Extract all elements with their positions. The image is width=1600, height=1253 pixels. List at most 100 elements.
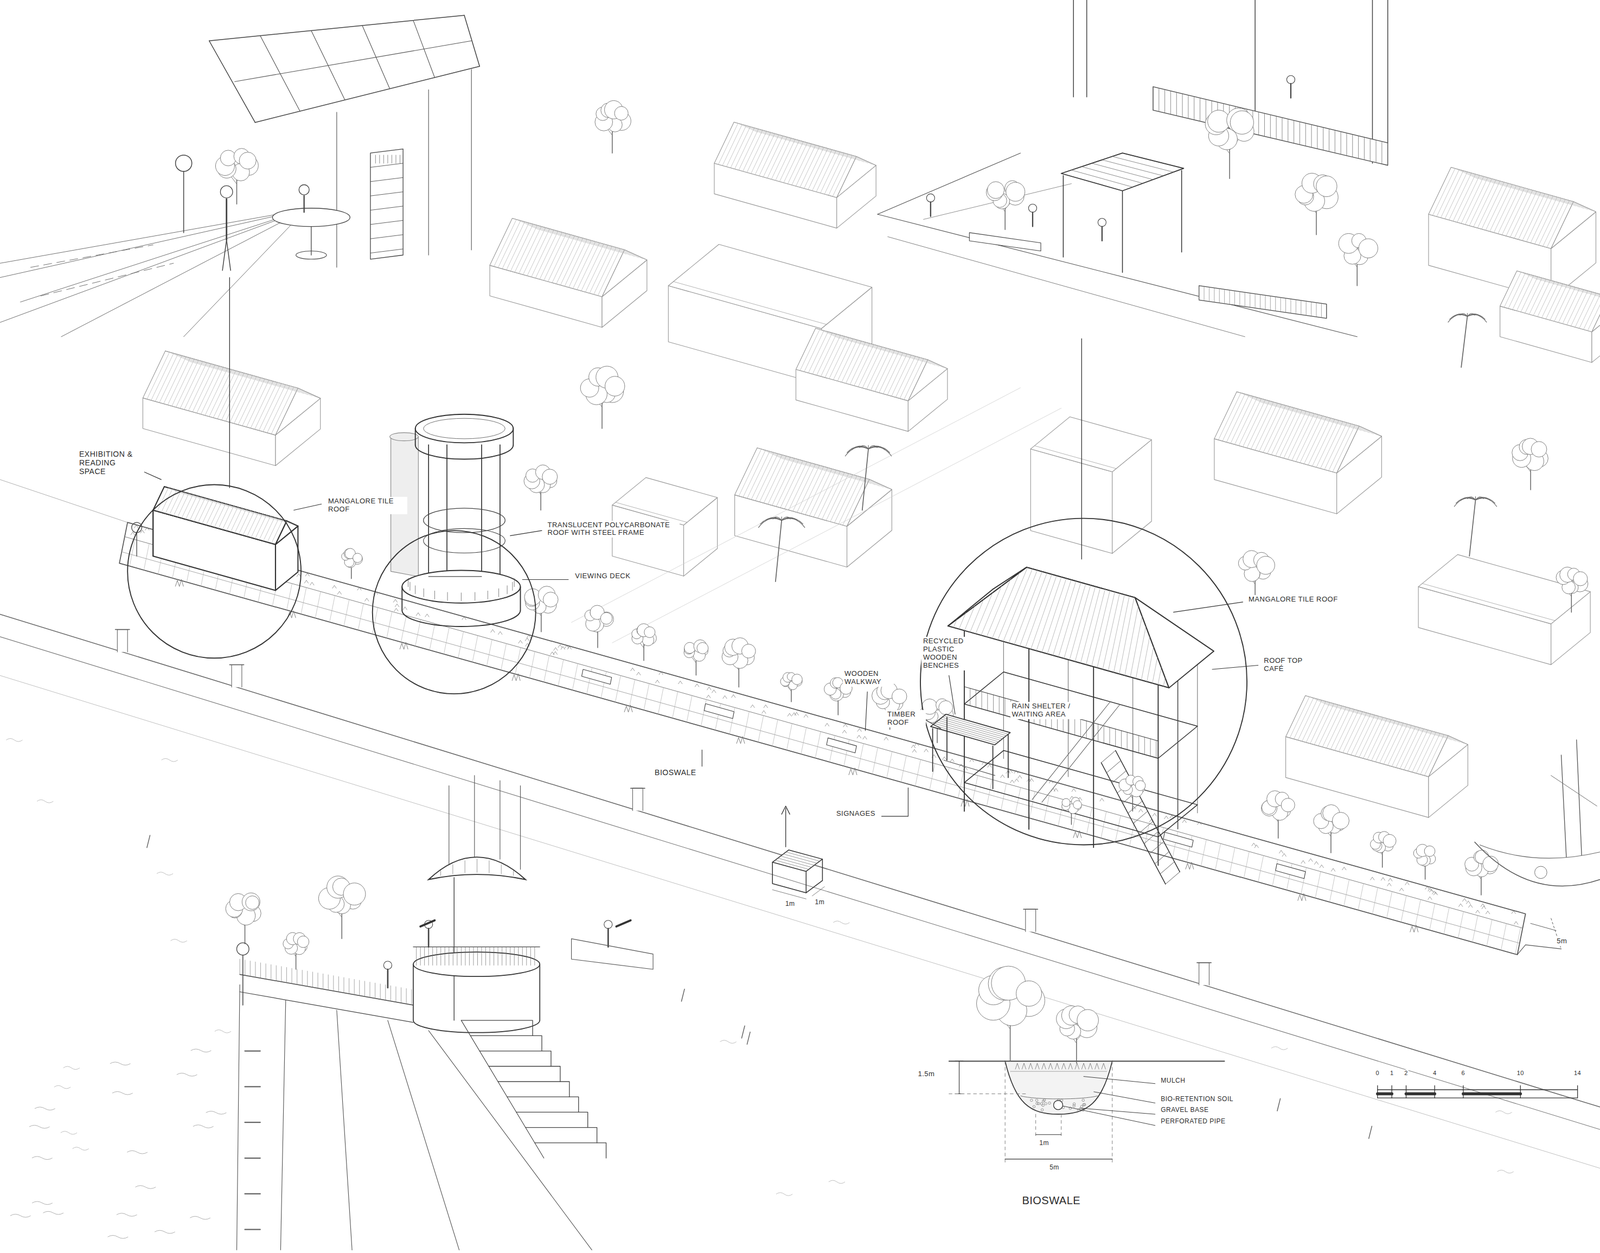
exhibition-pavilion-stroke [225, 503, 238, 509]
neighbourhood-houses-stroke [167, 357, 190, 406]
exhibition-pavilion-stroke [197, 498, 210, 523]
viewing-deck-perspective-stroke [245, 1121, 261, 1123]
viewing-deck-perspective-stroke [412, 964, 414, 1021]
callout-label: VIEWING DECK [573, 571, 632, 581]
neighbourhood-houses-stroke [865, 478, 888, 489]
wooden-walkway-stroke [803, 714, 809, 718]
rooftop-cafe-building-stroke [932, 728, 934, 772]
neighbourhood-houses-stroke [799, 140, 819, 150]
exhibition-pavilion-stroke [218, 504, 230, 529]
exhibition-pavilion-stroke [237, 507, 249, 512]
wooden-walkway-stroke [1433, 892, 1438, 896]
scale-number: 10 [1516, 1069, 1525, 1077]
exhibition-pavilion-stroke [229, 504, 241, 510]
neighbourhood-houses-stroke [865, 342, 886, 351]
rooftop-cafe-building-stroke [1103, 725, 1105, 744]
neighbourhood-houses-stroke [870, 349, 891, 391]
rooftop-cafe-building-stroke [1080, 719, 1081, 737]
wooden-walkway-stroke [891, 688, 907, 704]
bioswale-section-stroke [1041, 1063, 1047, 1070]
viewing-deck-perspective-stroke [517, 946, 519, 966]
scale-number: 2 [1403, 1069, 1409, 1077]
wooden-walkway-stroke [1457, 911, 1464, 939]
neighbourhood-houses-stroke [1222, 394, 1245, 442]
wooden-walkway-stroke [1315, 871, 1321, 899]
exhibition-pavilion-stroke [242, 512, 255, 536]
rooftop-cafe-building-stroke [943, 759, 995, 776]
rooftop-cafe-perspective-stroke [1264, 295, 1266, 310]
wooden-walkway-stroke [429, 623, 435, 651]
rooftop-cafe-building-stroke [969, 688, 971, 706]
rooftop-cafe-perspective-stroke [1219, 288, 1220, 303]
viewing-deck-perspective-stroke [514, 946, 515, 966]
viewing-deck-perspective-stroke [32, 1156, 53, 1160]
neighbourhood-houses-stroke [219, 366, 242, 377]
exhibition-perspective-stroke [370, 149, 403, 260]
water-tower-stroke [389, 432, 419, 441]
exhibition-pavilion-stroke [184, 492, 197, 498]
neighbourhood-houses-stroke [848, 337, 869, 347]
wooden-walkway-stroke [425, 613, 430, 618]
viewing-deck-perspective-stroke [604, 920, 613, 929]
wooden-walkway-stroke [1164, 815, 1169, 819]
wooden-walkway-stroke [518, 640, 523, 644]
neighbourhood-houses-stroke [1518, 192, 1541, 240]
wooden-walkway-stroke [1099, 798, 1105, 802]
fishing-boat [1474, 739, 1600, 887]
neighbourhood-houses-stroke [813, 470, 836, 518]
wooden-walkway-stroke [1152, 813, 1157, 817]
wooden-walkway-stroke [1251, 842, 1257, 847]
wooden-walkway-stroke [124, 536, 1523, 928]
exhibition-pavilion-stroke [222, 506, 234, 530]
neighbourhood-houses-stroke [774, 133, 795, 143]
wooden-walkway-stroke [497, 631, 503, 635]
neighbourhood-houses-stroke [1454, 498, 1476, 508]
neighbourhood-houses-stroke [547, 234, 571, 283]
neighbourhood-houses-stroke [190, 357, 213, 369]
water-tower-stroke [434, 590, 435, 599]
viewing-deck-perspective-stroke [297, 936, 309, 948]
neighbourhood-houses-stroke [738, 449, 761, 497]
neighbourhood-houses-stroke [246, 380, 269, 428]
neighbourhood-houses-stroke [516, 219, 539, 230]
exhibition-pavilion-stroke [202, 500, 214, 524]
rooftop-cafe-perspective-stroke [930, 201, 932, 216]
water-tower-stroke [423, 588, 425, 597]
bioswale-section-stroke [1074, 1063, 1080, 1070]
wooden-walkway-stroke [915, 759, 921, 786]
exhibition-pavilion-stroke [254, 515, 267, 539]
viewing-deck-perspective-stroke [241, 892, 260, 911]
neighbourhood-houses-stroke [1346, 422, 1369, 433]
viewing-deck-perspective-stroke [501, 864, 502, 874]
exhibition-pavilion-stroke [177, 493, 189, 517]
wooden-walkway-stroke [684, 642, 696, 654]
neighbourhood-houses-stroke [1444, 734, 1464, 744]
fishing-boat-stroke [1479, 845, 1600, 859]
rooftop-cafe-building-stroke [1160, 861, 1175, 875]
rooftop-cafe-building-stroke [1074, 717, 1075, 735]
neighbourhood-houses-stroke [1394, 720, 1415, 730]
wooden-walkway-stroke [121, 551, 1520, 944]
neighbourhood-houses-stroke [1504, 272, 1521, 308]
neighbourhood-houses-stroke [1243, 399, 1266, 447]
viewing-deck-perspective-stroke [242, 955, 244, 1006]
neighbourhood-houses-stroke [841, 341, 862, 383]
viewing-deck-perspective-stroke [385, 984, 386, 1001]
wooden-walkway-stroke [1429, 888, 1434, 893]
neighbourhood-houses-stroke [497, 220, 521, 268]
rooftop-cafe-building-stroke [1106, 760, 1121, 773]
bench-detail-stroke [780, 855, 815, 866]
neighbourhood-houses-stroke [846, 446, 869, 453]
wooden-walkway-stroke [763, 704, 768, 708]
wooden-walkway-stroke [707, 687, 712, 691]
scale-number: 14 [1573, 1069, 1582, 1077]
neighbourhood-houses-stroke [772, 516, 782, 521]
neighbourhood-houses-stroke [1558, 287, 1576, 323]
neighbourhood-houses-stroke [797, 465, 820, 513]
rooftop-cafe-building-stroke [1074, 586, 1096, 662]
neighbourhood-houses-stroke [1317, 699, 1337, 708]
rooftop-cafe-perspective-stroke [1193, 96, 1195, 120]
bioswale-section-stroke [1079, 1108, 1155, 1115]
neighbourhood-houses-stroke [800, 329, 820, 371]
